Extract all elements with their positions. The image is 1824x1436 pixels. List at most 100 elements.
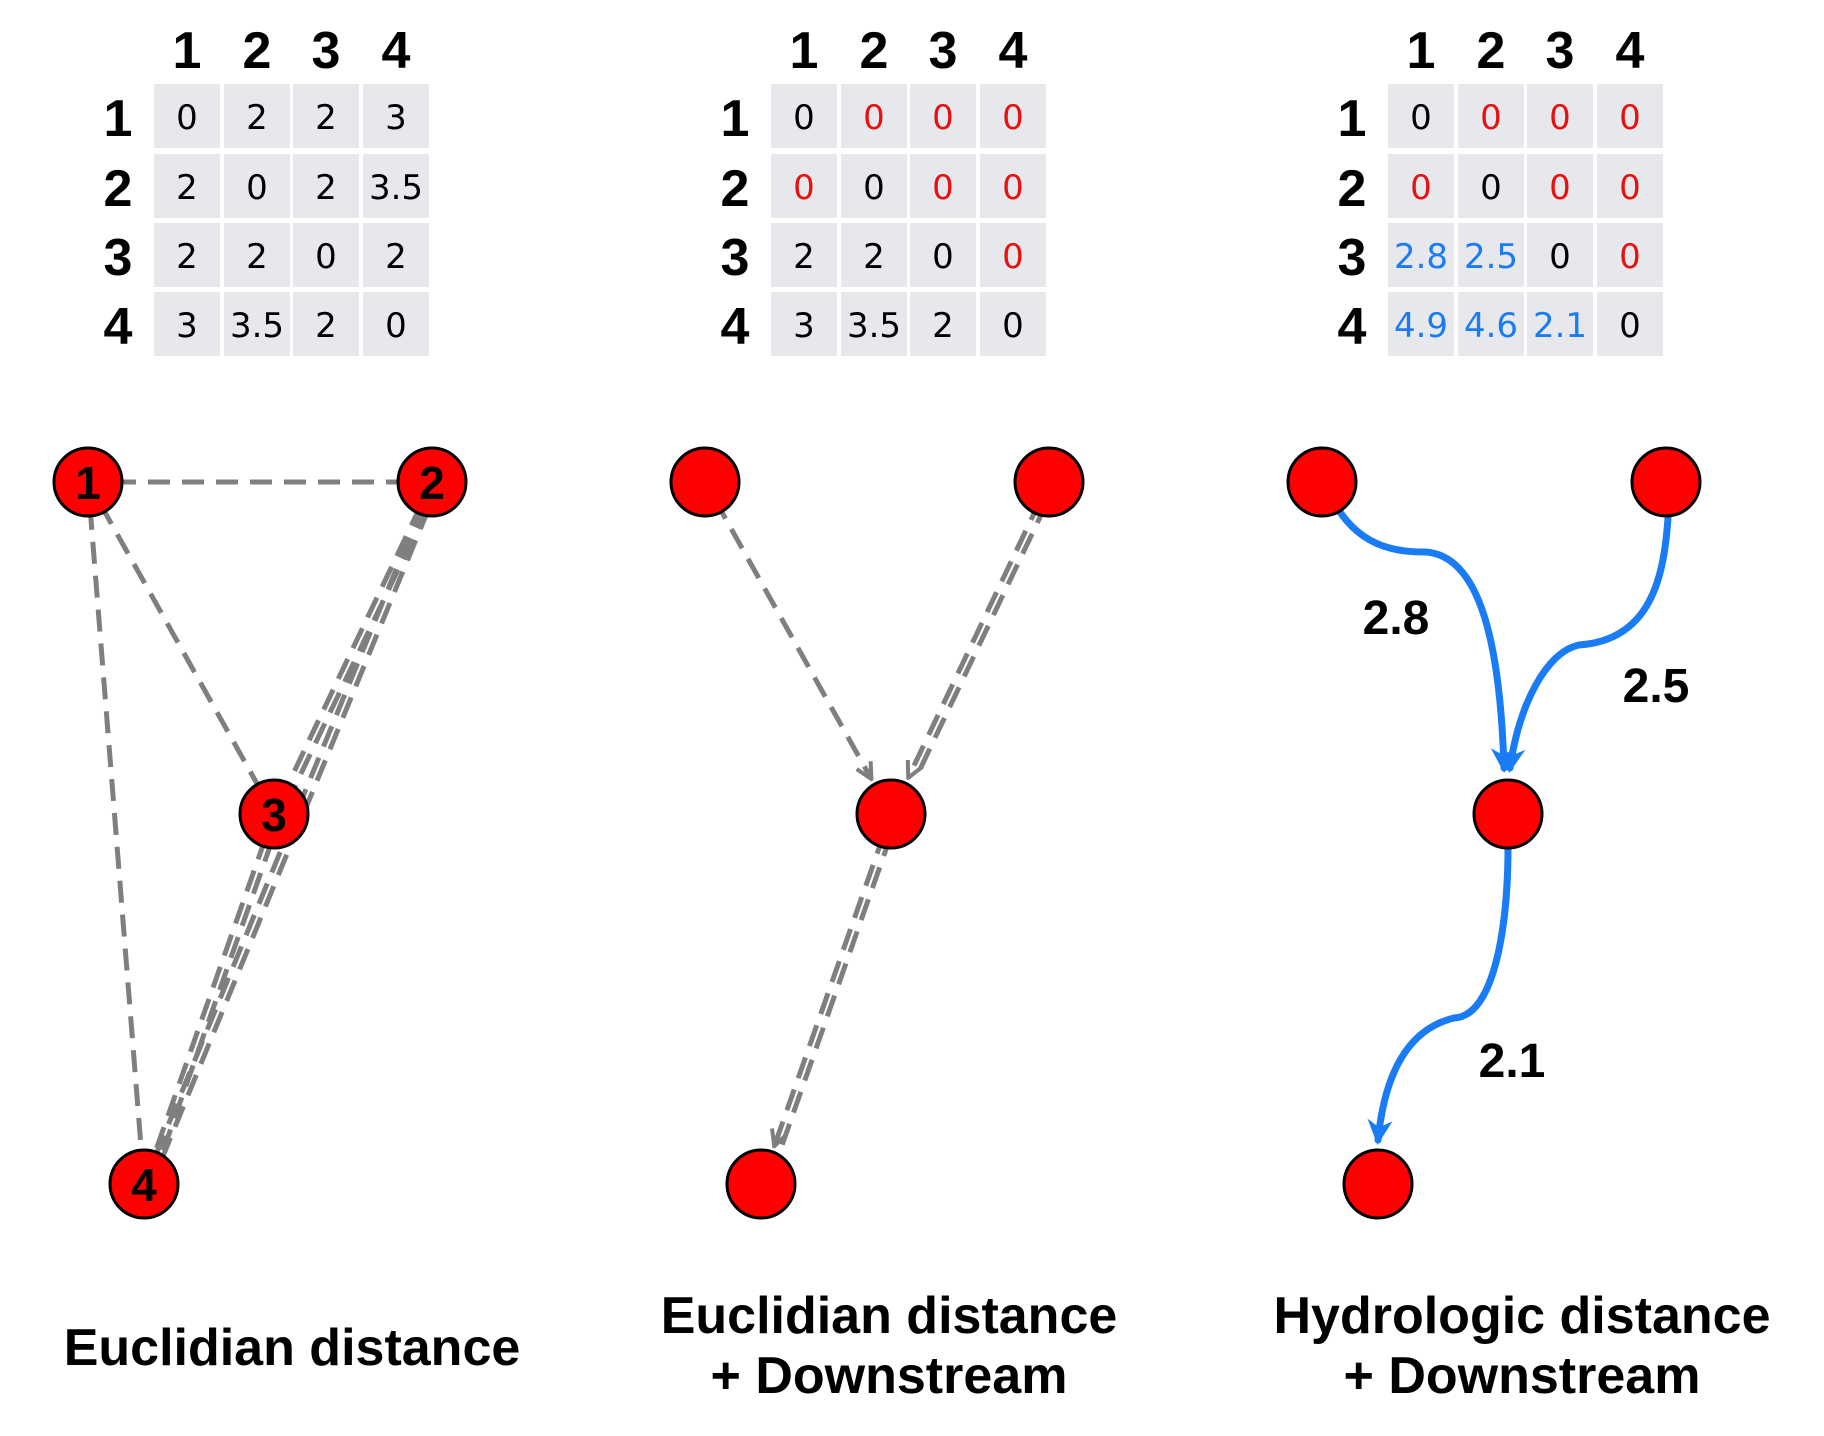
matrix-cell (910, 292, 976, 356)
matrix-cell (841, 292, 907, 356)
matrix-col-header: 2 (860, 22, 889, 80)
panel-caption: Euclidian distance+ Downstream (661, 1287, 1118, 1405)
matrix-cell-value: 0 (176, 98, 198, 138)
matrix-cell-value: 3.5 (230, 306, 284, 346)
edge-2-3 (909, 498, 1043, 776)
matrix-col-header: 1 (790, 22, 819, 80)
matrix-cell-value: 0 (1480, 98, 1502, 138)
matrix-cell-value: 3.5 (369, 168, 423, 208)
matrix-row-header: 2 (721, 160, 750, 218)
matrix-cell (1527, 154, 1593, 218)
matrix-col-header: 2 (243, 22, 272, 80)
graph-nodes (669, 446, 1085, 1220)
matrix-cell (1597, 154, 1663, 218)
matrix-col-header: 4 (1616, 22, 1645, 80)
matrix-cell (224, 223, 290, 287)
matrix-col-header: 1 (173, 22, 202, 80)
node-4 (1342, 1148, 1414, 1220)
matrix-cell (293, 84, 359, 148)
matrix-cell (1458, 154, 1524, 218)
matrix-cell-value: 3 (176, 306, 198, 346)
matrix-cell-value: 0 (1549, 237, 1571, 277)
caption-line: Euclidian distance (661, 1287, 1118, 1345)
matrix-cell-value: 0 (1549, 98, 1571, 138)
matrix-cell-value: 0 (1549, 168, 1571, 208)
node-2 (396, 446, 468, 518)
matrix-cell-value: 2 (315, 98, 337, 138)
matrix-cell-value: 4.6 (1464, 306, 1518, 346)
matrix-cell (910, 154, 976, 218)
matrix-cell (293, 223, 359, 287)
matrix-cell (1527, 223, 1593, 287)
matrix-cell (293, 292, 359, 356)
matrix-cell (154, 154, 220, 218)
caption-line: + Downstream (711, 1347, 1068, 1405)
matrix-cell-value: 2 (385, 237, 407, 277)
node-label: 4 (131, 1159, 157, 1211)
node-1 (52, 446, 124, 518)
matrix-col-header: 2 (1477, 22, 1506, 80)
matrix-cell (771, 223, 837, 287)
matrix-col-header: 3 (312, 22, 341, 80)
matrix-cell (1388, 84, 1454, 148)
matrix-cell (363, 154, 429, 218)
matrix-row-header: 2 (1338, 160, 1367, 218)
matrix-cell-value: 0 (1410, 168, 1432, 208)
matrix-cell (293, 154, 359, 218)
matrix-cell (1458, 292, 1524, 356)
graph-nodes (1286, 446, 1702, 1220)
matrix-cell-value: 0 (1619, 306, 1641, 346)
matrix-row-header: 3 (104, 229, 133, 287)
graph-edges: 2.82.52.1 (1334, 505, 1690, 1146)
edge-2-3 (282, 504, 424, 792)
matrix-cell-value: 2 (246, 237, 268, 277)
node-2 (1013, 446, 1085, 518)
node-label: 3 (261, 789, 287, 841)
panel-caption: Hydrologic distance+ Downstream (1274, 1287, 1771, 1405)
matrix-row-header: 2 (104, 160, 133, 218)
matrix-cell-value: 2.1 (1533, 306, 1587, 346)
node-3 (238, 778, 310, 850)
matrix-cell-value: 0 (863, 98, 885, 138)
edge-2-3-curve (1500, 514, 1672, 773)
matrix-cell-value: 2 (315, 306, 337, 346)
matrix-cell (224, 292, 290, 356)
matrix-cell (1388, 292, 1454, 356)
matrix-cell (1388, 223, 1454, 287)
edge-1-4 (87, 507, 145, 1159)
matrix-cell (363, 223, 429, 287)
matrix-cell (1458, 84, 1524, 148)
matrix-col-header: 4 (382, 22, 411, 80)
matrix-cell (363, 292, 429, 356)
matrix-cell (980, 223, 1046, 287)
matrix-row-header: 1 (721, 90, 750, 148)
matrix-cell (841, 154, 907, 218)
matrix-cell (1597, 223, 1663, 287)
matrix-row-header: 3 (1338, 229, 1367, 287)
matrix-row-header: 4 (721, 298, 750, 356)
edge-1-3 (712, 498, 871, 777)
matrix-cell (1458, 223, 1524, 287)
matrix-cell-value: 0 (1619, 168, 1641, 208)
edge-3-4 (150, 837, 268, 1161)
matrix-cell-value: 0 (1002, 306, 1024, 346)
matrix-cell (980, 292, 1046, 356)
edge-1-3 (98, 503, 264, 793)
matrix-cell-value: 2 (932, 306, 954, 346)
node-1 (1286, 446, 1358, 518)
matrix-cell-value: 2.5 (1464, 237, 1518, 277)
matrix-cell (910, 84, 976, 148)
node-4 (725, 1148, 797, 1220)
matrix-col-header: 3 (929, 22, 958, 80)
matrix-cell-value: 0 (932, 237, 954, 277)
matrix-cell (1597, 292, 1663, 356)
matrix-cell (980, 84, 1046, 148)
edge-distance-label: 2.5 (1623, 660, 1690, 713)
matrix-cell-value: 3.5 (847, 306, 901, 346)
